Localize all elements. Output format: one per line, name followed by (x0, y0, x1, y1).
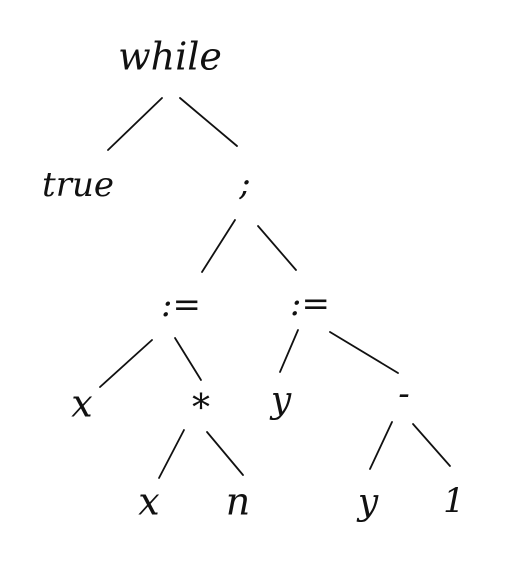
edge-assign2-minus (329, 331, 399, 374)
edge-assign1-x1 (99, 339, 153, 388)
edge-while-true (107, 97, 163, 151)
edge-while-seq (179, 97, 238, 147)
node-n: n (226, 480, 250, 524)
node-seq: ; (238, 164, 250, 204)
node-y2: y (356, 482, 379, 523)
node-minus: - (398, 374, 410, 414)
node-one: 1 (443, 481, 465, 521)
edge-assign1-mul (174, 337, 202, 381)
tree-edges (99, 97, 451, 479)
tree-nodes: while true ; := := x * y - x n y 1 (42, 35, 465, 524)
node-while: while (118, 35, 222, 79)
edge-minus-one (412, 423, 451, 467)
edge-mul-n (206, 431, 244, 476)
edge-assign2-y1 (279, 329, 299, 373)
node-x2: x (138, 480, 159, 524)
node-assign1: := (161, 285, 201, 325)
edge-seq-assign1 (201, 219, 236, 273)
node-assign2: := (290, 284, 330, 324)
edge-minus-y2 (369, 421, 393, 470)
node-mul: * (192, 388, 210, 429)
node-y1: y (269, 380, 292, 421)
node-x1: x (71, 382, 92, 426)
edge-mul-x2 (158, 429, 185, 479)
edge-seq-assign2 (257, 225, 297, 271)
node-true: true (42, 165, 114, 205)
